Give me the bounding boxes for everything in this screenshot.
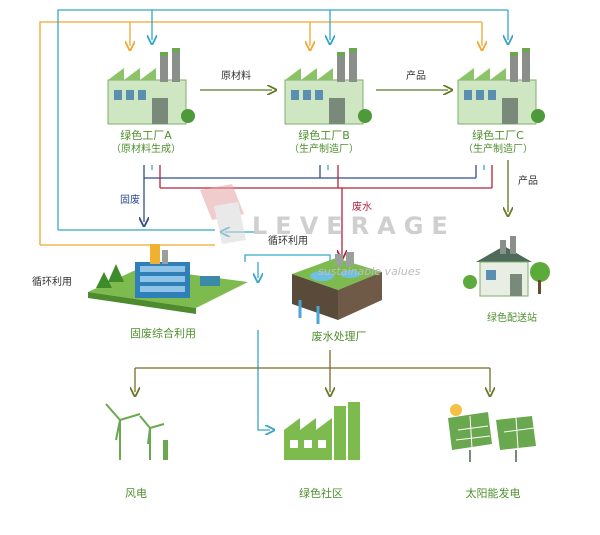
waste-water-label: 废水 [352,202,372,213]
product-label-side: 产品 [518,176,538,187]
recycle-feed-lines [39,9,508,430]
factory-c-name: 绿色工厂C [472,129,524,142]
product-label-top: 产品 [406,71,426,82]
distribution-station-icon [463,236,550,297]
green-community-label: 绿色社区 [299,487,343,500]
solid-waste-plant-icon [88,244,248,314]
solar-panel-icon [448,404,536,462]
waste-output-lines [144,165,493,255]
energy-supply-lines [135,350,490,392]
factory-c-role: （生产制造厂） [463,144,533,155]
recycle-label-center: 循环利用 [268,236,308,247]
watermark-brand: LEVERAGE [252,212,456,240]
leverage-logo-mark [200,184,246,244]
factory-c-icon [457,48,545,125]
factory-a-role: （原材料生成） [111,144,181,155]
factory-flow-arrows [200,90,508,212]
water-treatment-plant-icon [292,252,382,324]
factory-b-role: （生产制造厂） [289,144,359,155]
solid-waste-label: 固废 [120,195,140,206]
water-plant-label: 废水处理厂 [311,330,367,343]
solid-waste-plant-label: 固废综合利用 [130,327,196,340]
wind-turbine-icon [105,403,168,460]
distribution-station-label: 绿色配送站 [487,313,537,324]
factory-b-name: 绿色工厂B [298,129,350,142]
wind-power-label: 风电 [125,487,147,500]
factory-b-icon [284,48,372,125]
recycle-label-left: 循环利用 [32,277,72,288]
solar-power-label: 太阳能发电 [465,487,521,500]
raw-material-label: 原材料 [221,71,251,82]
watermark-tagline: sustainable values [318,265,421,278]
factory-a-name: 绿色工厂A [120,129,172,142]
factory-a-icon [107,48,195,125]
green-community-icon [284,402,360,460]
